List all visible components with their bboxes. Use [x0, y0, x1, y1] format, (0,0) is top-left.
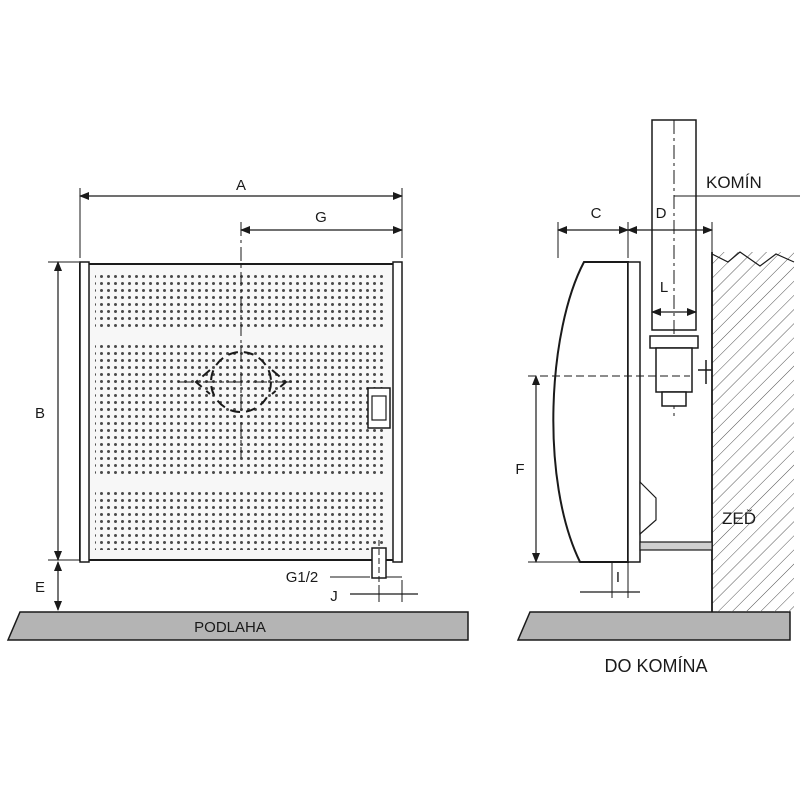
dimension-label-d: D	[656, 205, 667, 222]
label-g12: G1/2	[286, 569, 319, 586]
floor-left	[6, 611, 469, 641]
wall-label: ZEĎ	[722, 509, 756, 528]
dimension-label-f: F	[515, 461, 524, 478]
chimney-label: KOMÍN	[706, 173, 762, 192]
control-panel	[367, 387, 391, 429]
dimension-label-g: G	[315, 209, 327, 226]
dimension-label-i: I	[616, 569, 620, 586]
wall-bracket	[639, 541, 713, 551]
heater-rear-bracket	[639, 480, 657, 536]
heater-side-bar-right	[392, 261, 403, 563]
dimension-label-l: L	[660, 279, 668, 296]
dimension-label-b: B	[35, 405, 45, 422]
wall	[712, 252, 794, 612]
front-view: PODLAHA A G	[6, 177, 469, 641]
control-panel-inner	[371, 395, 387, 421]
wall-break-line	[711, 251, 795, 267]
flue-connection	[649, 335, 712, 407]
dimension-label-j: J	[330, 588, 338, 605]
side-view: KOMÍN ZEĎ C D L F I	[515, 119, 800, 641]
floor-label: PODLAHA	[194, 619, 266, 636]
perforation-band-bottom	[95, 488, 387, 550]
floor-right	[516, 611, 791, 641]
caption: DO KOMÍNA	[604, 656, 707, 676]
dimension-label-a: A	[236, 177, 246, 194]
dimension-label-c: C	[591, 205, 602, 222]
heater-body-side	[552, 261, 629, 563]
heater-back-plate	[627, 261, 641, 563]
heater-side-bar-left	[79, 261, 90, 563]
dimension-label-e: E	[35, 579, 45, 596]
gas-connection	[371, 540, 387, 590]
